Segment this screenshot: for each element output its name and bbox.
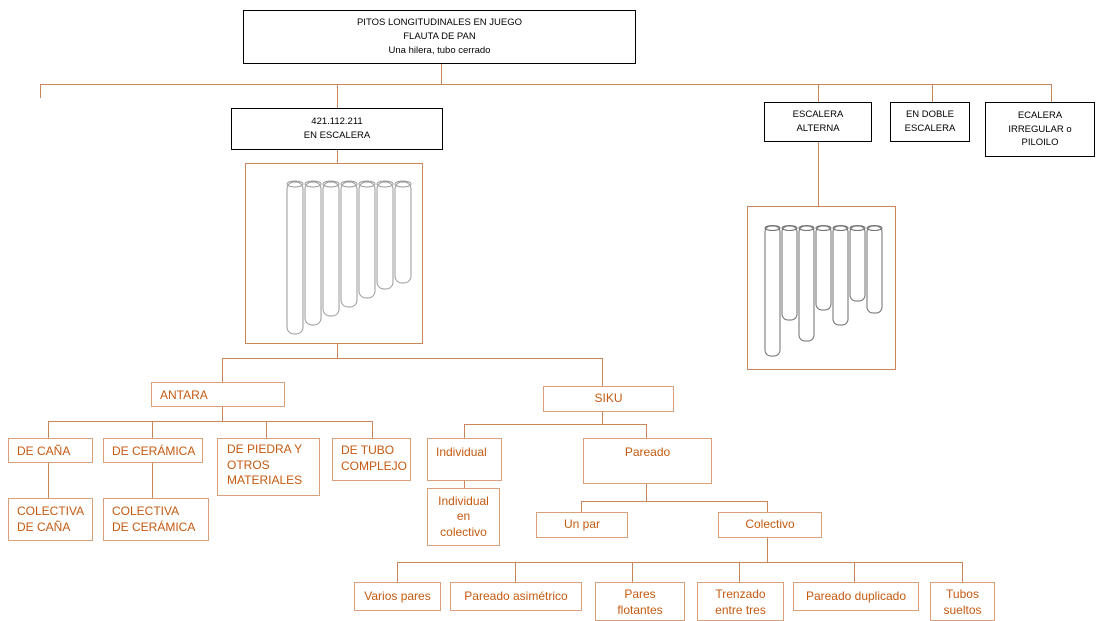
connector bbox=[464, 481, 465, 488]
connector bbox=[48, 463, 49, 498]
node-label: IRREGULAR o bbox=[1008, 123, 1072, 135]
connector bbox=[397, 562, 963, 563]
node-label: Varios pares bbox=[364, 588, 431, 603]
connector bbox=[632, 562, 633, 582]
node-pareado-asimetrico: Pareado asimétrico bbox=[450, 582, 582, 611]
node-label: ESCALERA bbox=[792, 109, 844, 121]
connector bbox=[40, 84, 1052, 85]
node-label: DE TUBO COMPLEJO bbox=[341, 443, 408, 473]
connector bbox=[602, 358, 603, 386]
node-label: ECALERA bbox=[1017, 109, 1063, 121]
node-label: DE CERÁMICA bbox=[112, 444, 196, 459]
panpipe-alternating-icon bbox=[764, 225, 883, 357]
node-label: EN ESCALERA bbox=[303, 130, 371, 141]
node-label: PILOILO bbox=[1021, 137, 1059, 149]
node-siku: SIKU bbox=[543, 386, 674, 412]
connector bbox=[854, 562, 855, 582]
node-label: COLECTIVA DE CERÁMICA bbox=[112, 504, 196, 534]
connector bbox=[1051, 84, 1052, 102]
node-label: Un par bbox=[563, 517, 601, 532]
node-de-ceramica: DE CERÁMICA bbox=[103, 438, 203, 463]
node-label: DE CAÑA bbox=[17, 444, 71, 459]
illustration-stepped-frame bbox=[245, 163, 423, 344]
connector bbox=[48, 421, 373, 422]
connector bbox=[266, 421, 267, 438]
node-label: Individual en colectivo bbox=[438, 493, 489, 539]
connector bbox=[464, 424, 646, 425]
connector bbox=[48, 421, 49, 438]
node-colectiva-ceramica: COLECTIVA DE CERÁMICA bbox=[103, 498, 209, 541]
connector bbox=[222, 358, 223, 382]
connector bbox=[767, 538, 768, 562]
connector bbox=[646, 424, 647, 438]
node-doble-escalera: EN DOBLE ESCALERA bbox=[890, 102, 970, 142]
connector bbox=[464, 424, 465, 438]
node-label: Trenzado entre tres bbox=[715, 587, 766, 617]
node-en-escalera: 421.112.211 EN ESCALERA bbox=[231, 108, 443, 150]
node-label: ESCALERA bbox=[904, 123, 956, 134]
connector bbox=[337, 84, 338, 108]
node-label: Individual bbox=[436, 445, 487, 459]
node-label: SIKU bbox=[594, 391, 623, 406]
connector bbox=[646, 484, 647, 501]
node-un-par: Un par bbox=[536, 512, 628, 538]
node-label: Pares flotantes bbox=[617, 587, 663, 617]
node-escalera-irregular: ECALERA IRREGULAR o PILOILO bbox=[985, 102, 1095, 157]
node-label: EN DOBLE bbox=[905, 109, 955, 121]
node-label: Pareado duplicado bbox=[805, 588, 907, 603]
panpipe-stepped-icon bbox=[286, 180, 412, 335]
node-label: Pareado bbox=[624, 445, 671, 459]
connector bbox=[337, 150, 338, 163]
node-tubos-sueltos: Tubos sueltos bbox=[930, 582, 995, 621]
connector bbox=[739, 562, 740, 582]
connector bbox=[932, 84, 933, 102]
connector bbox=[581, 501, 768, 502]
node-pares-flotantes: Pares flotantes bbox=[595, 582, 685, 621]
connector bbox=[337, 344, 338, 358]
node-antara: ANTARA bbox=[151, 382, 285, 407]
node-colectiva-cana: COLECTIVA DE CAÑA bbox=[8, 498, 93, 541]
connector bbox=[372, 421, 373, 438]
node-pareado-duplicado: Pareado duplicado bbox=[793, 582, 919, 611]
connector bbox=[515, 562, 516, 582]
node-colectivo: Colectivo bbox=[718, 512, 822, 538]
node-varios-pares: Varios pares bbox=[354, 582, 441, 611]
root-subtitle: FLAUTA DE PAN bbox=[403, 31, 476, 43]
connector bbox=[441, 64, 442, 84]
root-title: PITOS LONGITUDINALES EN JUEGO bbox=[356, 17, 523, 29]
node-label: DE PIEDRA Y OTROS MATERIALES bbox=[227, 442, 303, 488]
node-individual: Individual bbox=[427, 438, 502, 481]
root-description: Una hilera, tubo cerrado bbox=[388, 44, 491, 56]
node-label: ANTARA bbox=[160, 388, 208, 403]
connector bbox=[397, 562, 398, 582]
node-trenzado-entre-tres: Trenzado entre tres bbox=[697, 582, 784, 621]
connector bbox=[152, 421, 153, 438]
connector bbox=[222, 407, 223, 421]
connector bbox=[962, 562, 963, 582]
node-de-cana: DE CAÑA bbox=[8, 438, 93, 463]
node-label: Pareado asimétrico bbox=[464, 588, 568, 603]
connector bbox=[818, 142, 819, 206]
connector bbox=[40, 84, 41, 98]
node-label: ALTERNA bbox=[796, 123, 840, 134]
root-node: PITOS LONGITUDINALES EN JUEGO FLAUTA DE … bbox=[243, 10, 636, 64]
connector bbox=[767, 501, 768, 512]
node-label: Tubos sueltos bbox=[943, 587, 982, 617]
connector bbox=[222, 358, 602, 359]
node-label: Colectivo bbox=[745, 517, 795, 532]
hs-code: 421.112.211 bbox=[311, 116, 363, 128]
node-escalera-alterna: ESCALERA ALTERNA bbox=[764, 102, 872, 142]
connector bbox=[581, 501, 582, 512]
node-label: COLECTIVA DE CAÑA bbox=[17, 504, 85, 534]
node-pareado: Pareado bbox=[583, 438, 712, 484]
node-individual-colectivo: Individual en colectivo bbox=[427, 488, 500, 546]
connector bbox=[152, 463, 153, 498]
illustration-alternating-frame bbox=[747, 206, 896, 370]
node-de-tubo-complejo: DE TUBO COMPLEJO bbox=[332, 438, 411, 481]
connector bbox=[602, 412, 603, 424]
connector bbox=[818, 84, 819, 102]
node-de-piedra: DE PIEDRA Y OTROS MATERIALES bbox=[217, 438, 320, 496]
